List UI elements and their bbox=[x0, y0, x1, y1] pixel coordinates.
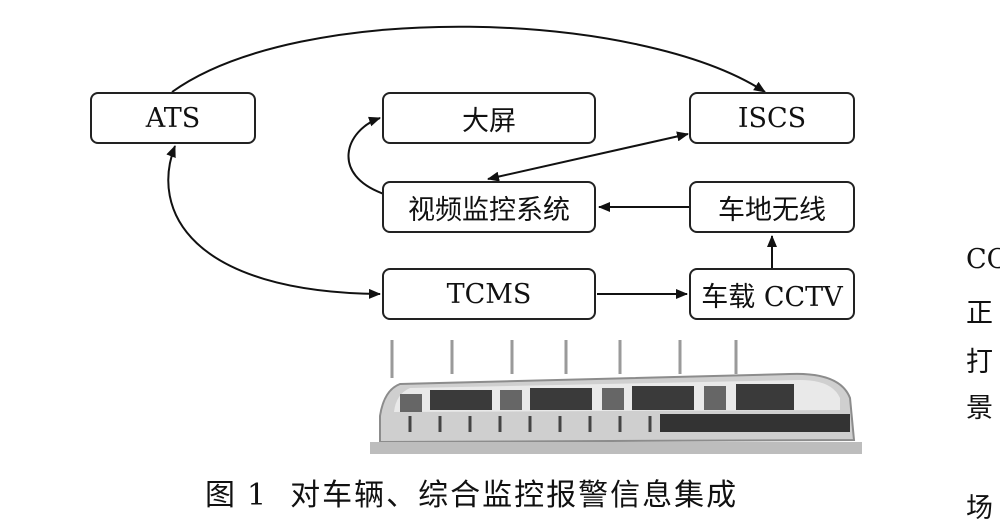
iscs-node: ISCS bbox=[689, 92, 855, 144]
big-screen-node: 大屏 bbox=[382, 92, 596, 144]
side-text-line-1: CC bbox=[966, 244, 1000, 275]
side-text-line-4: 景 bbox=[966, 393, 993, 424]
wireless-label: 车地无线 bbox=[718, 194, 826, 226]
train-illustration bbox=[370, 340, 862, 454]
tcms-node: TCMS bbox=[382, 268, 596, 320]
ats-label: ATS bbox=[145, 102, 201, 134]
side-text-line-5: 场 bbox=[966, 493, 993, 524]
side-text-line-2: 正 bbox=[966, 298, 993, 329]
caption-figure-number: 1 bbox=[247, 478, 269, 513]
video-surveillance-node: 视频监控系统 bbox=[382, 181, 596, 233]
arrow-ats-tcms bbox=[166, 145, 381, 299]
caption-text: 对车辆、综合监控报警信息集成 bbox=[290, 478, 739, 513]
video-label: 视频监控系统 bbox=[408, 194, 570, 226]
wireless-node: 车地无线 bbox=[689, 181, 855, 233]
side-text-line-3: 打 bbox=[966, 347, 993, 378]
iscs-label: ISCS bbox=[737, 102, 807, 134]
tcms-label: TCMS bbox=[446, 278, 532, 310]
arrow-video-to-bigscreen bbox=[347, 116, 385, 195]
arrow-ats-to-iscs bbox=[171, 25, 766, 93]
onboard-cctv-node: 车载 CCTV bbox=[689, 268, 855, 320]
caption-figure-label: 图 bbox=[205, 478, 237, 513]
big-screen-label: 大屏 bbox=[462, 105, 516, 137]
arrow-iscs-video bbox=[487, 131, 689, 182]
ats-node: ATS bbox=[90, 92, 256, 144]
cctv-label: 车载 CCTV bbox=[701, 281, 843, 313]
